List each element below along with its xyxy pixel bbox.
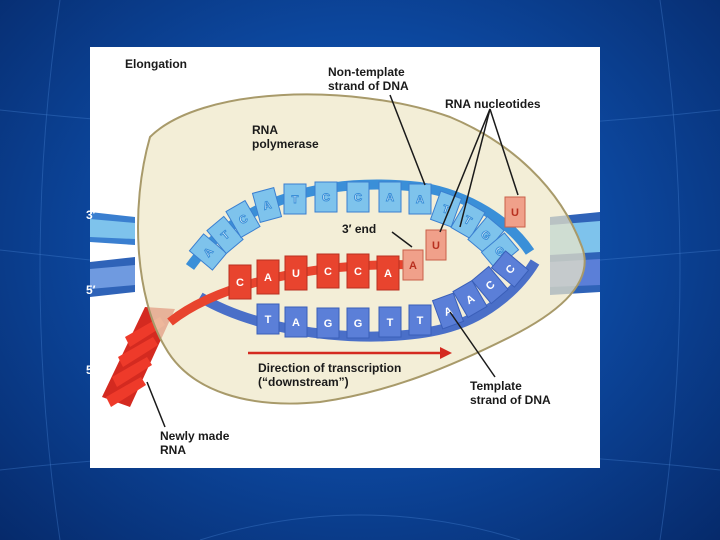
template-base-g: G	[346, 307, 370, 339]
non-template-base-c: C	[346, 181, 370, 213]
non-template-base-c: C	[225, 199, 261, 239]
svg-text:A: A	[443, 305, 455, 319]
svg-text:C: C	[354, 266, 362, 278]
svg-text:A: A	[264, 272, 272, 284]
svg-text:A: A	[386, 192, 394, 204]
svg-text:A: A	[262, 199, 273, 213]
svg-text:T: T	[387, 317, 394, 329]
non-template-label-2: strand of DNA	[328, 79, 409, 93]
svg-text:C: C	[354, 192, 362, 204]
non-template-base-c: C	[314, 181, 338, 213]
prime-5-bottom: 5′	[86, 363, 96, 377]
template-label-1: Template	[470, 379, 522, 393]
prime-3-top: 3′	[86, 208, 96, 222]
leader-lines	[146, 94, 519, 428]
prime-5-mid: 5′	[86, 283, 96, 297]
template-base-g: G	[316, 307, 340, 339]
non-template-base-a: A	[251, 187, 283, 223]
svg-text:C: C	[322, 192, 330, 204]
rna-base-c: C	[228, 264, 252, 300]
free-rna-nucleotides: A U U	[402, 196, 526, 281]
free-nucleotide-u: U	[504, 196, 526, 228]
three-prime-end-label: 3′ end	[342, 222, 377, 236]
rna-polymerase-bubble	[137, 93, 586, 405]
rna-nucleotides-label: RNA nucleotides	[445, 97, 541, 111]
template-label-2: strand of DNA	[470, 393, 551, 407]
template-base-t: T	[378, 306, 402, 338]
template-base-t: T	[408, 304, 432, 336]
template-base-c: C	[471, 265, 509, 305]
non-template-base-a: A	[188, 233, 228, 271]
direction-label-1: Direction of transcription	[258, 361, 402, 375]
template-base-t: T	[256, 303, 280, 335]
newly-made-rna-label-2: RNA	[160, 443, 186, 457]
svg-text:U: U	[511, 207, 519, 219]
rna-polymerase-label-1: RNA	[252, 123, 278, 137]
template-base-c: C	[490, 250, 530, 288]
template-base-a: A	[452, 279, 488, 319]
rna-base-c: C	[316, 253, 340, 289]
svg-text:T: T	[265, 314, 272, 326]
svg-text:A: A	[409, 260, 417, 272]
svg-text:T: T	[417, 315, 424, 327]
rna-exit-ladder	[106, 317, 165, 407]
non-template-base-t: T	[206, 215, 244, 255]
diagram-title: Elongation	[125, 57, 187, 71]
free-nucleotide-a: A	[402, 249, 424, 281]
newly-made-rna-label-1: Newly made	[160, 429, 230, 443]
non-template-base-t: T	[283, 183, 307, 215]
free-nucleotide-u: U	[425, 229, 447, 261]
rna-base-u: U	[284, 255, 308, 291]
svg-text:U: U	[432, 240, 440, 252]
non-template-base-t: T	[450, 200, 486, 240]
non-template-label-1: Non-template	[328, 65, 405, 79]
rna-base-a: A	[256, 259, 280, 295]
svg-text:A: A	[384, 268, 392, 280]
svg-text:C: C	[236, 277, 244, 289]
svg-text:A: A	[292, 317, 300, 329]
svg-text:G: G	[324, 318, 333, 330]
rna-polymerase-label-2: polymerase	[252, 137, 319, 151]
svg-text:T: T	[440, 203, 451, 217]
svg-text:C: C	[324, 266, 332, 278]
rna-base-c: C	[346, 253, 370, 289]
template-base-a: A	[284, 306, 308, 338]
non-template-base-g: G	[467, 215, 505, 255]
direction-label-2: (“downstream”)	[258, 375, 349, 389]
non-template-base-a: A	[378, 181, 402, 213]
non-template-base-a: A	[408, 183, 432, 215]
svg-text:T: T	[292, 194, 299, 206]
svg-text:A: A	[416, 194, 424, 206]
svg-text:G: G	[354, 318, 363, 330]
svg-text:U: U	[292, 268, 300, 280]
rna-base-a: A	[376, 255, 400, 291]
